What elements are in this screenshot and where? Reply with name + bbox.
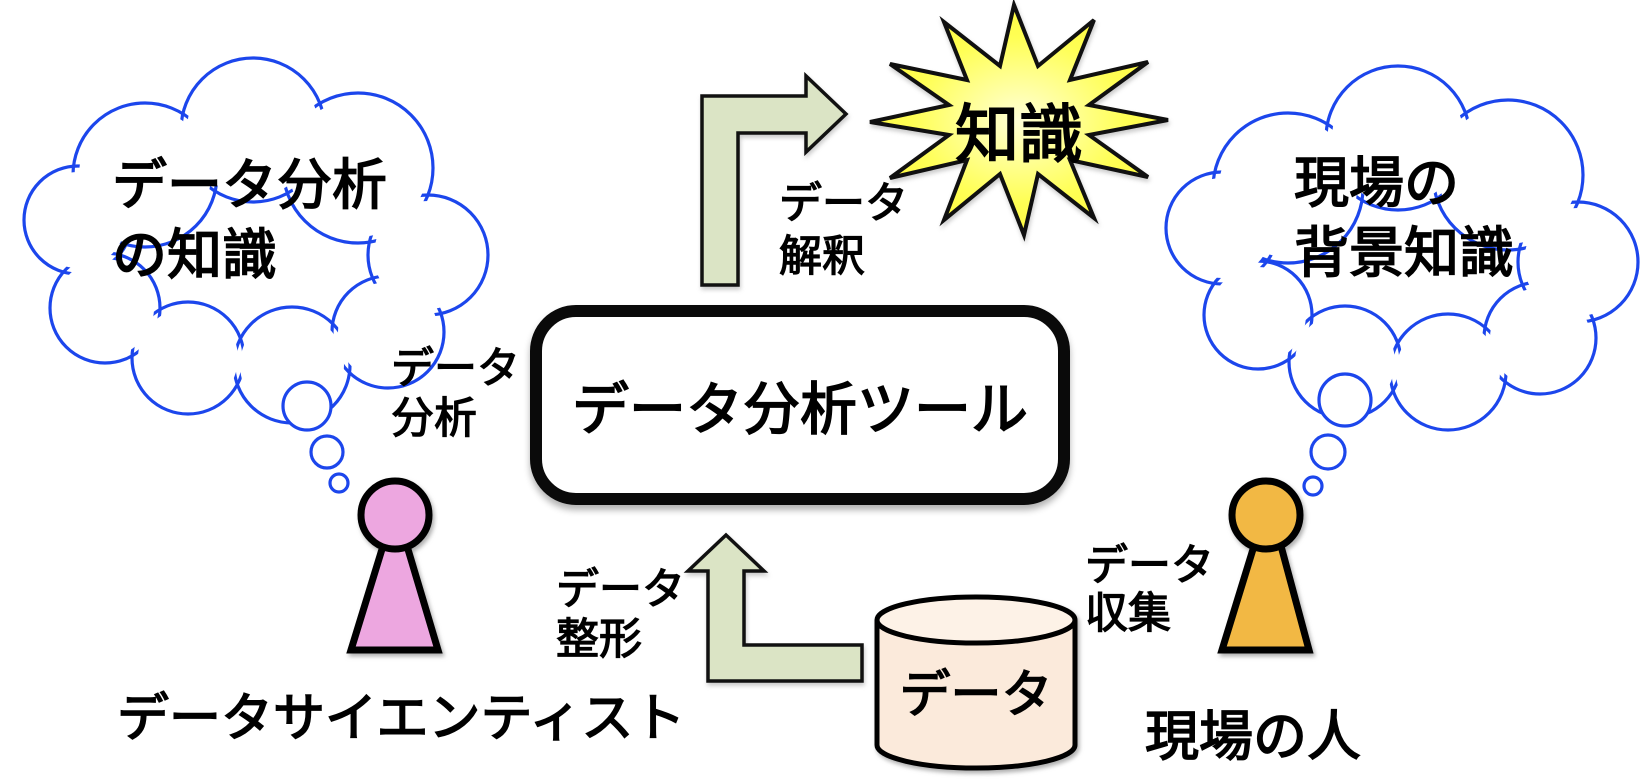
data-collect-label: データ 収集 [1085, 541, 1214, 639]
field-person-figure [1217, 477, 1314, 654]
right-cloud-label: 現場の 背景知識 [1294, 148, 1514, 288]
data-shape-label: データ 整形 [556, 565, 685, 665]
right-cloud-line2: 背景知識 [1294, 221, 1515, 285]
knowledge-burst [869, 0, 1169, 242]
data-scientist-figure [346, 477, 443, 654]
field-person-name: 現場の人 [1145, 705, 1361, 768]
database-label: データ [899, 666, 1053, 725]
thought-bubbles-left [281, 380, 350, 494]
data-analyze-label: データ 分析 [391, 344, 520, 444]
thought-bubbles-right [1302, 372, 1373, 497]
arrow-data-shape [683, 532, 864, 683]
right-cloud-line1: 現場の [1294, 151, 1460, 215]
data-scientist-name: データサイエンティスト [117, 689, 686, 749]
left-cloud-label: データ分析 の知識 [112, 150, 387, 290]
left-cloud-line1: データ分析 [112, 153, 388, 217]
arrow-data-interpret [700, 71, 849, 287]
tool-box-label: データ分析ツール [572, 377, 1028, 443]
left-cloud-line2: の知識 [112, 223, 278, 287]
database-cylinder [874, 594, 1078, 771]
knowledge-burst-label: 知識 [955, 99, 1083, 173]
thought-cloud-right [1164, 64, 1640, 432]
data-interpret-label: データ 解釈 [779, 179, 908, 282]
tool-box: データ分析ツール [530, 305, 1070, 505]
